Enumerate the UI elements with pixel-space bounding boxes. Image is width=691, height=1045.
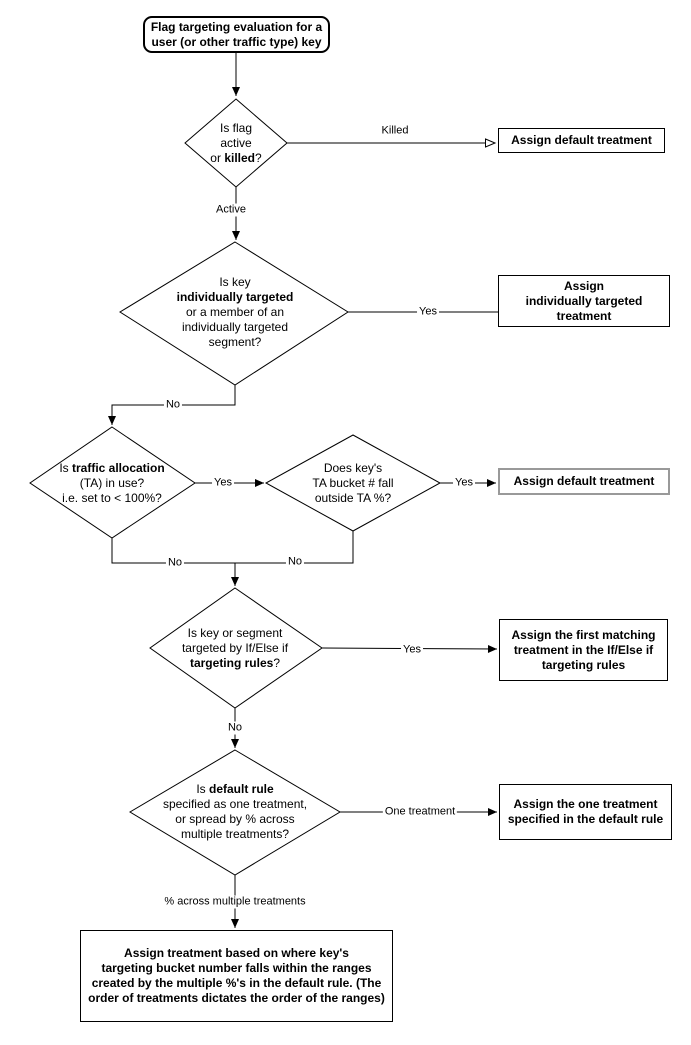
diamond-default-rule — [129, 749, 341, 876]
ind-targeted-line-4: individually targeted — [181, 319, 289, 334]
ta-seg-1: Is — [59, 460, 72, 475]
flag-status-seg-1: or — [210, 150, 225, 165]
ind-targeted-line-3: or a member of an — [185, 304, 285, 319]
ind-targeted-line-2: individually targeted — [176, 289, 294, 304]
ta-line-3: i.e. set to < 100%? — [62, 490, 162, 505]
ranges-line-3: created by the multiple %'s in the defau… — [91, 976, 382, 990]
node-assign-one-treatment: Assign the one treatment specified in th… — [499, 784, 672, 840]
ta-bucket-line-2: TA bucket # fall — [312, 475, 394, 490]
ta-bucket-line-3: outside TA %? — [314, 490, 392, 505]
edge-label-yes-ta-bucket: Yes — [453, 476, 475, 490]
decision-targeting-rules-label: Is key or segment targeted by If/Else if… — [140, 608, 330, 688]
edge-label-killed: Killed — [379, 124, 411, 138]
edge-label-one-treatment: One treatment — [382, 805, 458, 819]
edge-label-yes-individually-targeted: Yes — [417, 305, 439, 319]
rules-line-2: targeted by If/Else if — [181, 640, 289, 655]
flag-status-line-3: or killed? — [210, 151, 261, 166]
diamond-ta-bucket — [264, 434, 442, 532]
node-assign-default-treatment-killed: Assign default treatment — [498, 128, 665, 153]
edge-label-yes-targeting-rules: Yes — [401, 643, 423, 657]
diamond-flag-status — [184, 98, 288, 188]
default-rule-seg-2: default rule — [208, 782, 274, 796]
default-rule-line-1: Is default rule — [196, 782, 273, 797]
edge-label-no-traffic-allocation: No — [165, 556, 185, 570]
decision-flag-status-label: Is flag active or killed? — [171, 103, 301, 183]
node-start-line-1: Flag targeting evaluation for a — [150, 19, 323, 34]
decision-individually-targeted-label: Is key individually targeted or a member… — [125, 242, 345, 382]
default-rule-line-2: specified as one treatment, — [162, 797, 308, 811]
assign-default-killed-line: Assign default treatment — [511, 133, 652, 147]
edge-label-yes-traffic-allocation: Yes — [212, 476, 234, 490]
edge-label-no-ta-bucket: No — [285, 555, 305, 569]
node-assign-default-treatment-ta: Assign default treatment — [498, 468, 670, 495]
edge-label-no-individually-targeted: No — [163, 398, 183, 412]
edge-label-percent-across-multiple-treatments: % across multiple treatments — [162, 895, 308, 909]
flag-status-line-2: active — [220, 135, 252, 150]
edge-label-active: Active — [214, 203, 248, 217]
flag-status-seg-3: ? — [255, 150, 262, 165]
ranges-line-4: order of treatments dictates the order o… — [88, 991, 385, 1005]
diamond-traffic-allocation — [29, 426, 196, 539]
decision-default-rule-label: Is default rule specified as one treatme… — [125, 772, 345, 852]
flag-status-line-1: Is flag — [219, 120, 252, 135]
edge-label-no-targeting-rules: No — [225, 721, 245, 735]
node-start-line-2: user (or other traffic type) key — [151, 34, 322, 49]
assign-ind-line-2: individually targeted — [525, 293, 643, 308]
node-assign-treatment-by-ranges: Assign treatment based on where key's ta… — [80, 930, 393, 1022]
ta-line-1: Is traffic allocation — [59, 461, 164, 476]
ranges-line-2: targeting bucket number falls within the… — [101, 961, 372, 975]
edge-traffic-allocation-no — [111, 538, 235, 564]
decision-traffic-allocation-label: Is traffic allocation (TA) in use? i.e. … — [17, 443, 207, 523]
ind-targeted-line-1: Is key — [219, 274, 251, 289]
ta-line-2: (TA) in use? — [79, 475, 145, 490]
edge-ta-bucket-no — [235, 531, 354, 564]
assign-ind-line-1: Assign — [563, 278, 604, 293]
assign-first-line-1: Assign the first matching — [511, 627, 656, 642]
assign-ind-line-3: treatment — [556, 308, 612, 323]
node-start: Flag targeting evaluation for a user (or… — [143, 16, 330, 53]
ind-targeted-line-5: segment? — [208, 334, 262, 349]
rules-seg-2: ? — [273, 655, 281, 670]
node-assign-first-matching: Assign the first matching treatment in t… — [499, 619, 668, 681]
ranges-line-1: Assign treatment based on where key's — [124, 946, 349, 960]
assign-first-line-3: targeting rules — [541, 657, 626, 672]
node-assign-individually-targeted: Assign individually targeted treatment — [498, 275, 670, 327]
default-rule-line-3: or spread by % across — [175, 812, 295, 826]
decision-ta-bucket-label: Does key's TA bucket # fall outside TA %… — [263, 443, 443, 523]
ta-bucket-line-1: Does key's — [323, 460, 383, 475]
default-rule-line-4: multiple treatments? — [180, 827, 290, 841]
diamond-targeting-rules — [149, 587, 323, 709]
assign-first-line-2: treatment in the If/Else if — [513, 642, 654, 657]
default-rule-seg-1: Is — [196, 782, 209, 796]
diamond-individually-targeted — [119, 241, 349, 386]
assign-one-line-1: Assign the one treatment — [513, 797, 658, 811]
assign-default-ta-line: Assign default treatment — [513, 474, 655, 488]
assign-one-line-2: specified in the default rule — [507, 812, 664, 826]
rules-seg-1: targeting rules — [189, 655, 274, 670]
ta-seg-2: traffic allocation — [71, 460, 165, 475]
flag-status-seg-2: killed — [224, 150, 255, 165]
rules-line-1: Is key or segment — [187, 625, 283, 640]
rules-line-3: targeting rules? — [190, 656, 280, 671]
